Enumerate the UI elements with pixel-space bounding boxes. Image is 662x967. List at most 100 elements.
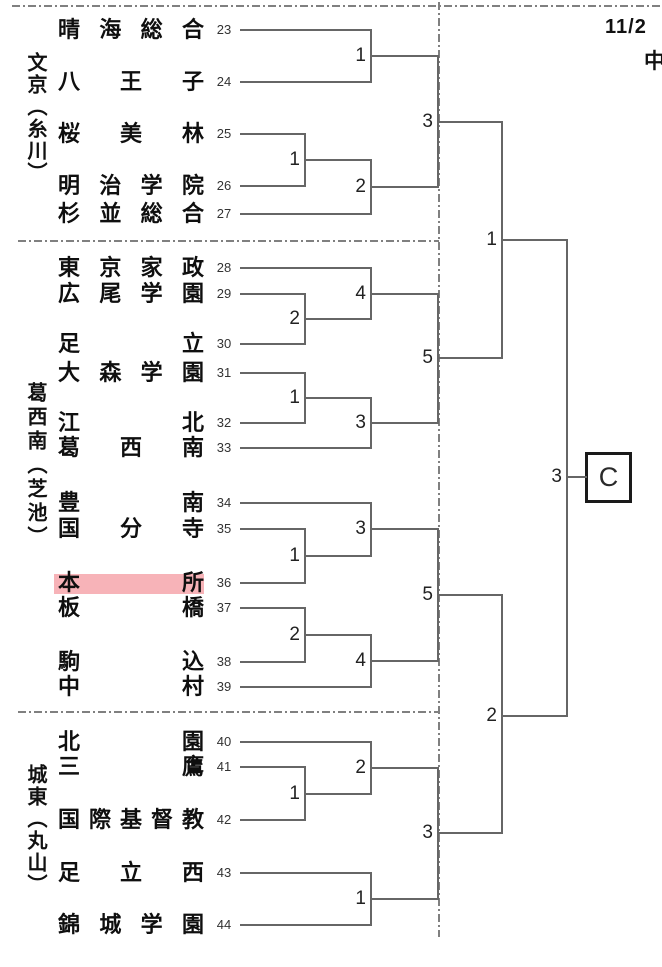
bracket-line <box>437 55 439 188</box>
seed-number: 26 <box>216 178 232 193</box>
seed-number: 43 <box>216 865 232 880</box>
bracket-line <box>240 267 372 269</box>
team-name: 錦城学園 <box>58 912 204 937</box>
venue-label: 中 <box>644 50 662 73</box>
bracket-line <box>240 819 306 821</box>
bracket-line <box>370 660 439 662</box>
seed-number: 29 <box>216 286 232 301</box>
bracket-line <box>240 422 306 424</box>
bracket-line <box>437 767 439 900</box>
bracket-line <box>240 343 306 345</box>
team-name: 本所 <box>58 570 204 595</box>
match-number-label: 1 <box>289 545 300 566</box>
seed-number: 27 <box>216 206 232 221</box>
match-number-label: 5 <box>422 347 433 368</box>
bracket-line <box>304 766 306 821</box>
match-number-label: 1 <box>355 45 366 66</box>
bracket-line <box>437 357 503 359</box>
bracket-line <box>370 634 372 688</box>
block-divider-line <box>18 240 439 242</box>
bracket-line <box>370 55 439 57</box>
seed-number: 23 <box>216 22 232 37</box>
bracket-line <box>240 372 306 374</box>
seed-number: 28 <box>216 260 232 275</box>
bracket-line <box>304 318 372 320</box>
bracket-line <box>240 528 306 530</box>
bracket-line <box>370 159 372 215</box>
team-name: 杉並総合 <box>58 201 204 226</box>
bracket-line <box>240 766 306 768</box>
match-number-label: 2 <box>355 176 366 197</box>
bracket-line <box>437 528 439 662</box>
team-name: 駒込 <box>58 649 204 674</box>
team-name: 国際基督教 <box>58 807 204 832</box>
bracket-line <box>240 686 372 688</box>
team-name: 晴海総合 <box>58 17 204 42</box>
team-name: 足立 <box>58 331 204 356</box>
match-number-label: 4 <box>355 650 366 671</box>
match-number-label: 2 <box>355 757 366 778</box>
bracket-line <box>304 555 372 557</box>
team-name: 豊南 <box>58 490 204 515</box>
bracket-line <box>370 267 372 320</box>
team-name: 足立西 <box>58 860 204 885</box>
seed-number: 35 <box>216 521 232 536</box>
block-divider-line <box>18 711 439 713</box>
match-number-label: 3 <box>422 822 433 843</box>
match-number-label: 1 <box>289 783 300 804</box>
date-label: 11/2 <box>605 16 647 38</box>
block-label: 葛西南（芝池） <box>24 382 46 550</box>
team-name: 桜美林 <box>58 121 204 146</box>
match-number-label: 3 <box>355 518 366 539</box>
bracket-line <box>240 29 372 31</box>
bracket-line <box>566 239 568 717</box>
team-name: 葛西南 <box>58 435 204 460</box>
seed-number: 24 <box>216 74 232 89</box>
bracket-line <box>370 293 439 295</box>
seed-number: 44 <box>216 917 232 932</box>
block-label: 城東（丸山） <box>24 764 46 896</box>
block-label: 文京（糸川） <box>24 52 46 184</box>
bracket-line <box>304 607 306 663</box>
seed-number: 33 <box>216 440 232 455</box>
bracket-line <box>240 661 306 663</box>
bracket-line <box>240 293 306 295</box>
team-highlight <box>54 574 204 594</box>
bracket-line <box>370 872 372 926</box>
team-name: 江北 <box>58 410 204 435</box>
bracket-line <box>240 924 372 926</box>
bracket-line <box>370 898 439 900</box>
seed-number: 42 <box>216 812 232 827</box>
bracket-line <box>370 397 372 449</box>
team-name: 大森学園 <box>58 360 204 385</box>
bracket-line <box>240 741 372 743</box>
team-name: 三鷹 <box>58 754 204 779</box>
seed-number: 25 <box>216 126 232 141</box>
bracket-line <box>304 159 372 161</box>
match-number-label: 3 <box>551 466 562 487</box>
match-number-label: 1 <box>486 229 497 250</box>
match-number-label: 3 <box>355 412 366 433</box>
seed-number: 36 <box>216 575 232 590</box>
bracket-line <box>304 133 306 187</box>
team-name: 東京家政 <box>58 255 204 280</box>
bracket-line <box>370 422 439 424</box>
bracket-line <box>304 634 372 636</box>
bracket-line <box>240 872 372 874</box>
match-number-label: 1 <box>289 387 300 408</box>
team-name: 中村 <box>58 674 204 699</box>
bracket-line <box>240 502 372 504</box>
bracket-line <box>370 741 372 795</box>
seed-number: 32 <box>216 415 232 430</box>
bracket-line <box>501 594 503 834</box>
champion-box: C <box>585 452 632 503</box>
match-number-label: 1 <box>289 149 300 170</box>
bracket-line <box>437 121 503 123</box>
bracket-line <box>304 793 372 795</box>
seed-number: 30 <box>216 336 232 351</box>
match-number-label: 2 <box>289 624 300 645</box>
bracket-line <box>304 397 372 399</box>
team-name: 明治学院 <box>58 173 204 198</box>
bracket-line <box>240 213 372 215</box>
bracket-line <box>304 293 306 345</box>
